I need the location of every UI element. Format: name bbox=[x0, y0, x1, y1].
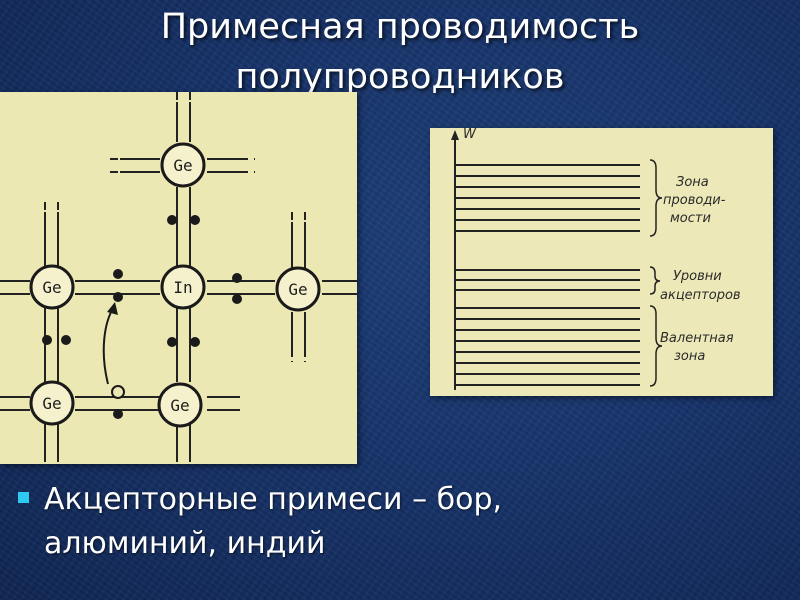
title-line-1: Примесная проводимость bbox=[160, 7, 640, 47]
lattice-figure: Ge Ge In Ge Ge Ge bbox=[0, 92, 357, 464]
atom-indium: In bbox=[160, 264, 206, 310]
bullet-line-2: алюминий, индий bbox=[44, 526, 326, 561]
svg-text:Ge: Ge bbox=[42, 278, 61, 297]
conduction-label-3: мости bbox=[670, 211, 711, 226]
valence-brace bbox=[649, 305, 663, 387]
band-diagram: W bbox=[430, 128, 773, 396]
atom-top: Ge bbox=[160, 142, 206, 188]
conduction-band-lines bbox=[455, 164, 640, 232]
acceptor-label-2: акцепторов bbox=[660, 288, 741, 303]
transition-arrow bbox=[102, 306, 115, 385]
axis-arrow-icon bbox=[451, 130, 459, 140]
slide-title: Примесная проводимость полупроводников bbox=[0, 2, 800, 102]
atom-left: Ge bbox=[29, 264, 75, 310]
svg-text:Ge: Ge bbox=[173, 156, 192, 175]
bullet-item: Акцепторные примеси – бор, алюминий, инд… bbox=[18, 478, 764, 566]
svg-text:Ge: Ge bbox=[170, 396, 189, 415]
acceptor-level-lines bbox=[455, 269, 640, 291]
lattice-svg: Ge Ge In Ge Ge Ge bbox=[0, 92, 357, 462]
valence-label-1: Валентная bbox=[660, 331, 734, 346]
hole-marker bbox=[111, 385, 125, 399]
conduction-label-2: проводи- bbox=[663, 193, 726, 208]
atom-bottom-left: Ge bbox=[29, 380, 75, 426]
conduction-label-1: Зона bbox=[676, 175, 709, 190]
valence-band-lines bbox=[455, 307, 640, 386]
svg-text:Ge: Ge bbox=[288, 280, 307, 299]
axis-label: W bbox=[463, 128, 477, 142]
conduction-brace bbox=[649, 159, 663, 237]
svg-text:In: In bbox=[173, 278, 192, 297]
acceptor-brace bbox=[649, 266, 661, 295]
bullet-icon bbox=[18, 492, 29, 503]
valence-label-2: зона bbox=[674, 349, 705, 364]
atom-right: Ge bbox=[275, 266, 321, 312]
acceptor-label-1: Уровни bbox=[673, 269, 722, 284]
bullet-line-1: Акцепторные примеси – бор, bbox=[44, 482, 503, 517]
svg-text:Ge: Ge bbox=[42, 394, 61, 413]
band-svg: W bbox=[451, 128, 741, 390]
atom-bottom-right: Ge bbox=[157, 382, 203, 428]
electron-dots bbox=[42, 215, 242, 419]
title-line-2: полупроводников bbox=[235, 57, 565, 97]
